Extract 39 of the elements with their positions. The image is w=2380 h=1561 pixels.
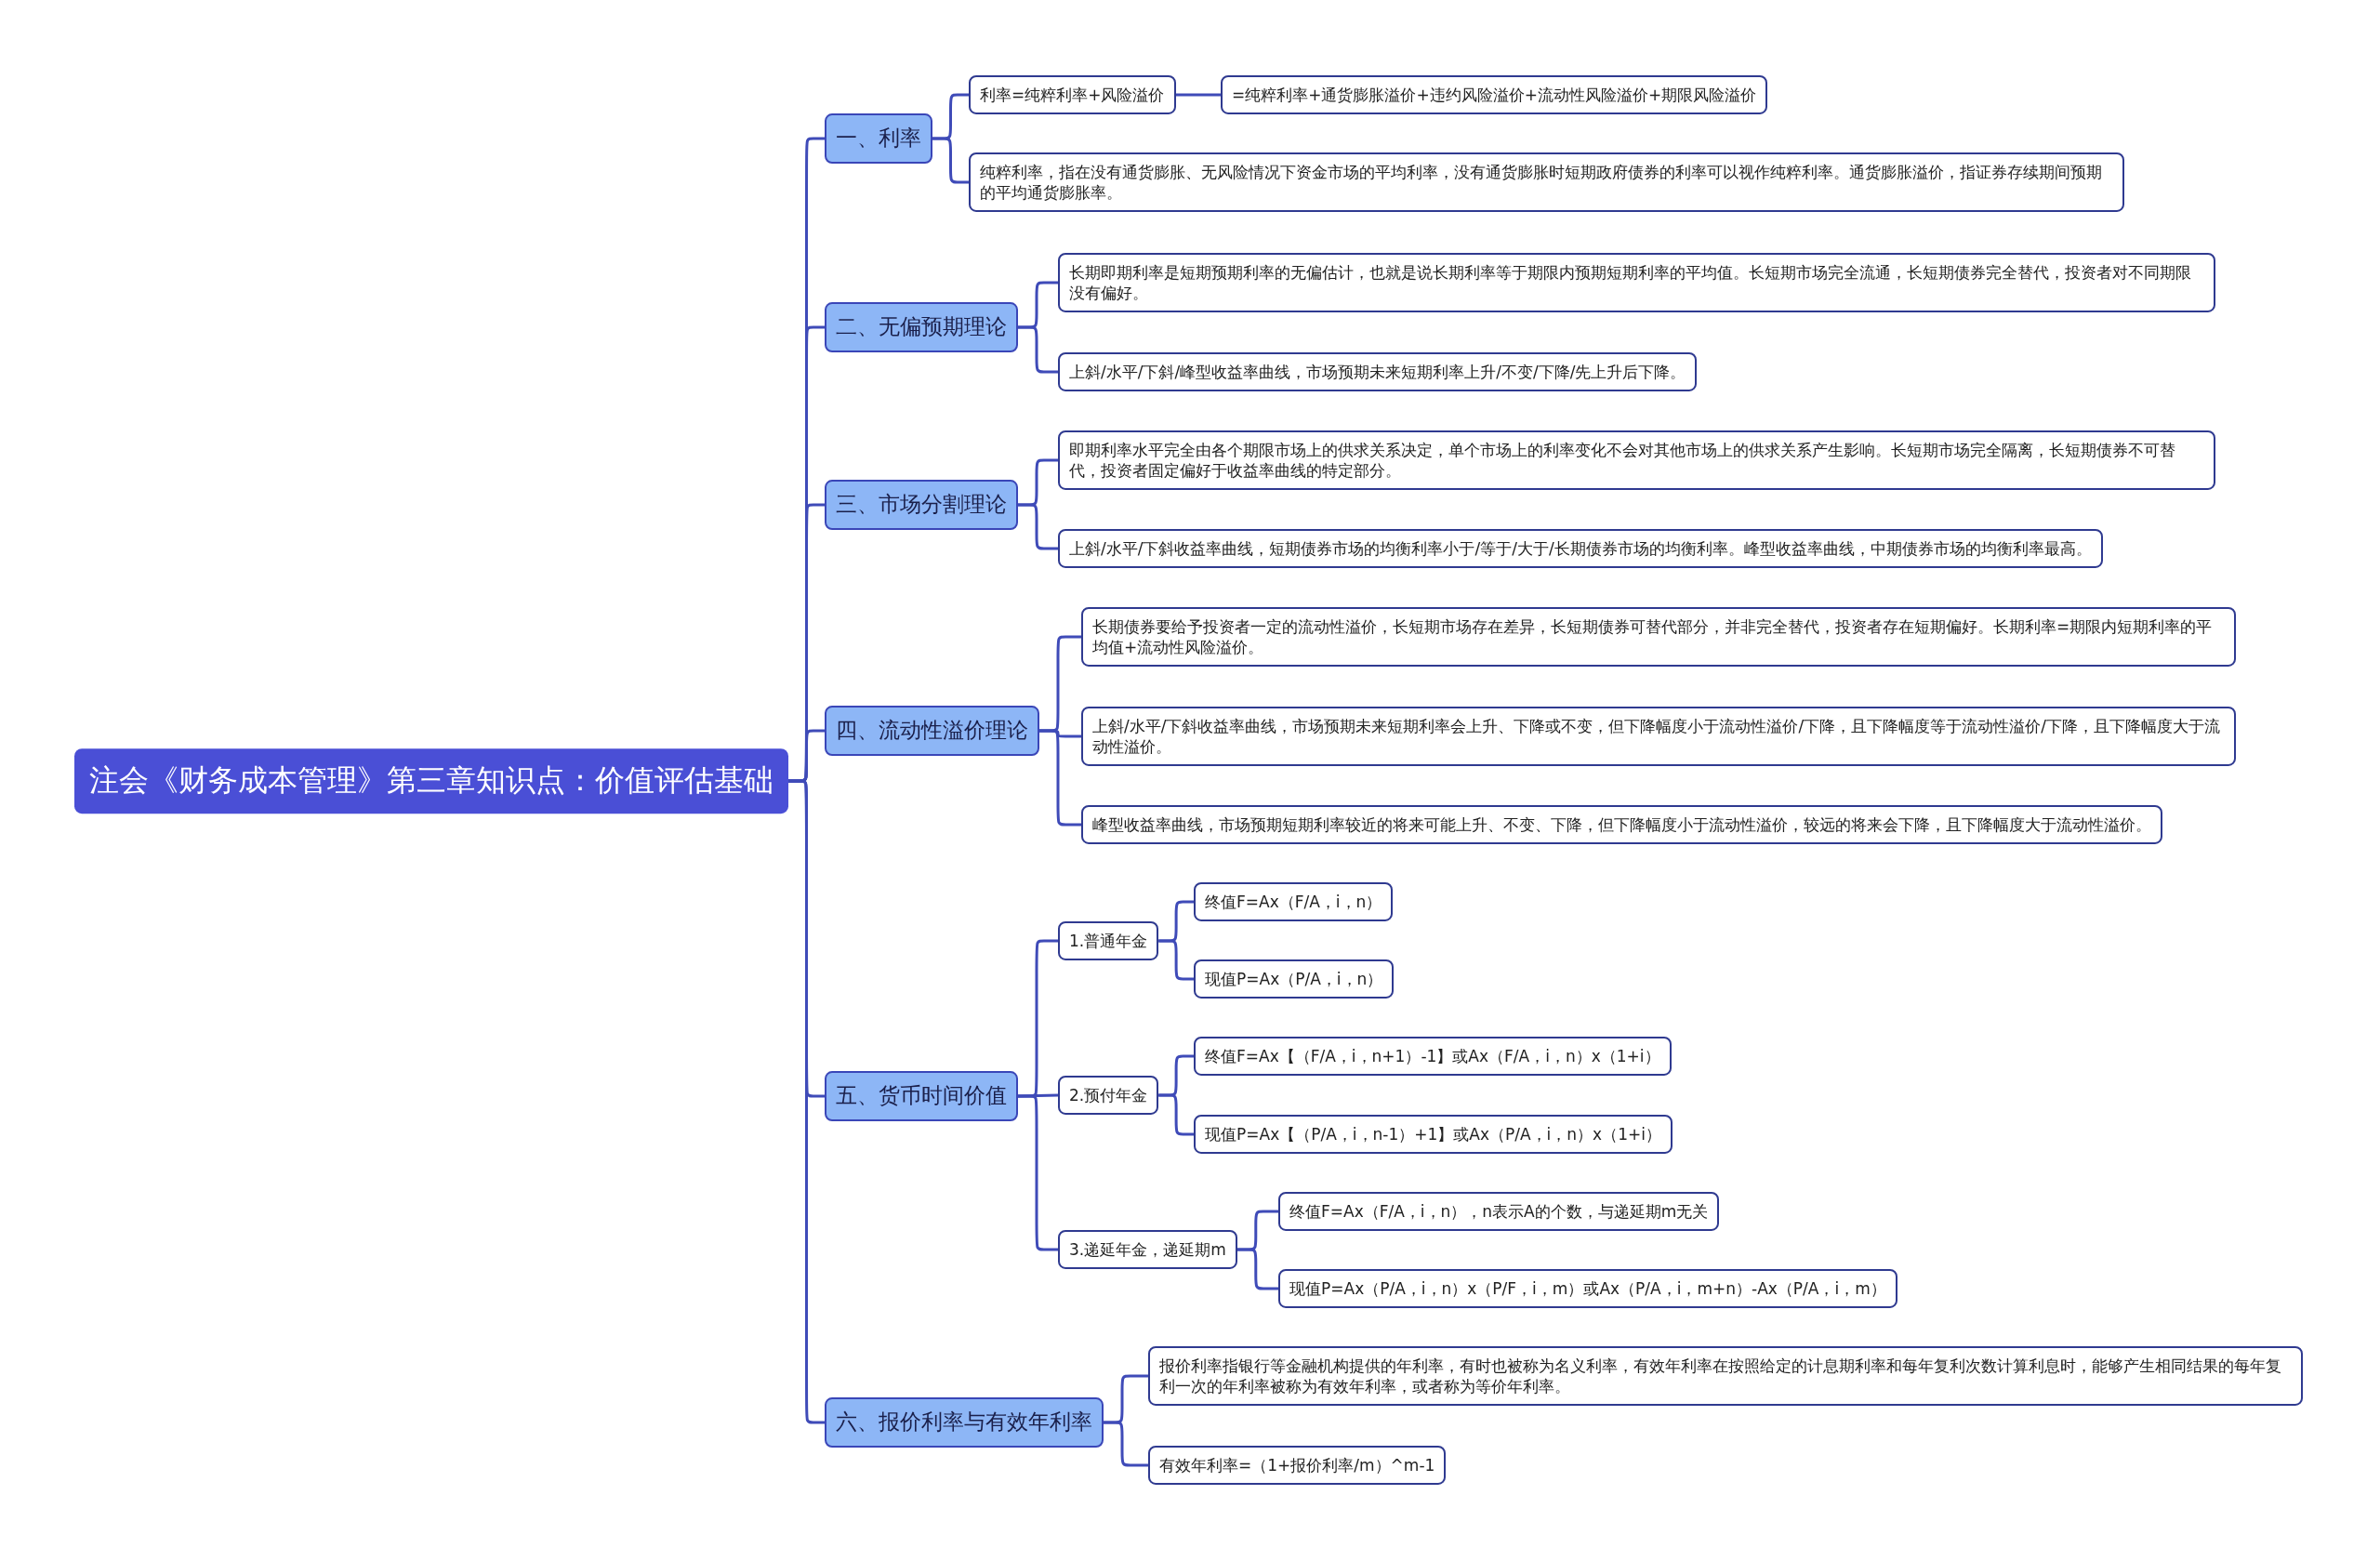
subtopic-box: 长期即期利率是短期预期利率的无偏估计，也就是说长期利率等于期限内预期短期利率的平均值。长短期市场完全流通，长短期债券完全替代，投资者对不同期限没有偏好。 [1058, 252, 2215, 313]
subtopic-box: 长期债券要给予投资者一定的流动性溢价，长短期市场存在差异，长短期债券可替代部分，并非完全替代，投资者存在短期偏好。长期利率=期限内短期利率的平均值+流动性风险溢价。 [1081, 606, 2236, 668]
connector-line [1236, 1248, 1278, 1290]
branch-topic-box: 三、市场分割理论 [825, 480, 1018, 530]
connector-line [1158, 939, 1194, 981]
subtopic-box: 有效年利率=（1+报价利率/m）^m-1 [1148, 1445, 1447, 1486]
subtopic-box: 终值F=Ax【（F/A，i，n+1）-1】或Ax（F/A，i，n）x（1+i） [1194, 1036, 1672, 1077]
connector-line [1018, 503, 1058, 550]
branch-topic-box: 四、流动性溢价理论 [825, 706, 1039, 756]
subtopic-box: 上斜/水平/下斜收益率曲线，市场预期未来短期利率会上升、下降或不变，但下降幅度小于流动性溢价/下降，且下降幅度等于流动性溢价/下降，且下降幅度大于流动性溢价。 [1081, 706, 2236, 767]
branch-topic-box: 一、利率 [825, 113, 932, 164]
branch-topic-box: 五、货币时间价值 [825, 1071, 1018, 1121]
connector-line [1018, 1094, 1058, 1251]
subtopic-box: 终值F=Ax（F/A，i，n），n表示A的个数，与递延期m无关 [1278, 1191, 1720, 1232]
connector-line [932, 137, 969, 184]
connector-line [1104, 1421, 1148, 1467]
subtopic-box: 现值P=Ax（P/A，i，n） [1194, 959, 1395, 999]
connector-line [1175, 93, 1221, 97]
root-topic-box: 注会《财务成本管理》第三章知识点：价值评估基础 [74, 748, 788, 814]
subtopic-box: 现值P=Ax【（P/A，i，n-1）+1】或Ax（P/A，i，n）x（1+i） [1194, 1114, 1673, 1155]
subtopic-box: 终值F=Ax（F/A，i，n） [1194, 881, 1394, 922]
subtopic-box: 上斜/水平/下斜收益率曲线，短期债券市场的均衡利率小于/等于/大于/长期债券市场的均衡利率。峰型收益率曲线，中期债券市场的均衡利率最高。 [1058, 528, 2103, 569]
subtopic-box: 峰型收益率曲线，市场预期短期利率较近的将来可能上升、不变、下降，但下降幅度小于流动性溢价，较远的将来会下降，且下降幅度大于流动性溢价。 [1081, 804, 2162, 845]
subtopic-box: 即期利率水平完全由各个期限市场上的供求关系决定，单个市场上的利率变化不会对其他市场上的供求关系产生影响。长短期市场完全隔离，长短期债券不可替代，投资者固定偏好于收益率曲线的特定部分。 [1058, 430, 2215, 491]
branch-topic-box: 二、无偏预期理论 [825, 302, 1018, 352]
subtopic-box: 现值P=Ax（P/A，i，n）x（P/F，i，m）或Ax（P/A，i，m+n）-Ax（P/A，i，m） [1278, 1268, 1897, 1309]
connector-line [1017, 1093, 1059, 1098]
subtopic-box: 上斜/水平/下斜/峰型收益率曲线，市场预期未来短期利率上升/不变/下降/先上升后下降。 [1058, 351, 1698, 392]
subtopic-box: 纯粹利率，指在没有通货膨胀、无风险情况下资金市场的平均利率，没有通货膨胀时短期政府债券的利率可以视作纯粹利率。通货膨胀溢价，指证券存续期间预期的平均通货膨胀率。 [969, 152, 2124, 213]
connector-line [1018, 325, 1058, 374]
connector-line [1158, 1093, 1194, 1136]
subtopic-box: 2.预付年金 [1058, 1075, 1159, 1116]
subtopic-box: 利率=纯粹利率+风险溢价 [969, 74, 1176, 115]
subtopic-box: =纯粹利率+通货膨胀溢价+违约风险溢价+流动性风险溢价+期限风险溢价 [1221, 74, 1768, 115]
subtopic-box: 3.递延年金，递延期m [1058, 1229, 1237, 1270]
subtopic-box: 1.普通年金 [1058, 920, 1159, 961]
branch-topic-box: 六、报价利率与有效年利率 [825, 1397, 1104, 1448]
connector-line [1039, 729, 1081, 827]
subtopic-box: 报价利率指银行等金融机构提供的年利率，有时也被称为名义利率，有效年利率在按照给定的计息期利率和每年复利次数计算利息时，能够产生相同结果的每年复利一次的年利率被称为有效年利率，或者称为等价年利率。 [1148, 1345, 2303, 1407]
